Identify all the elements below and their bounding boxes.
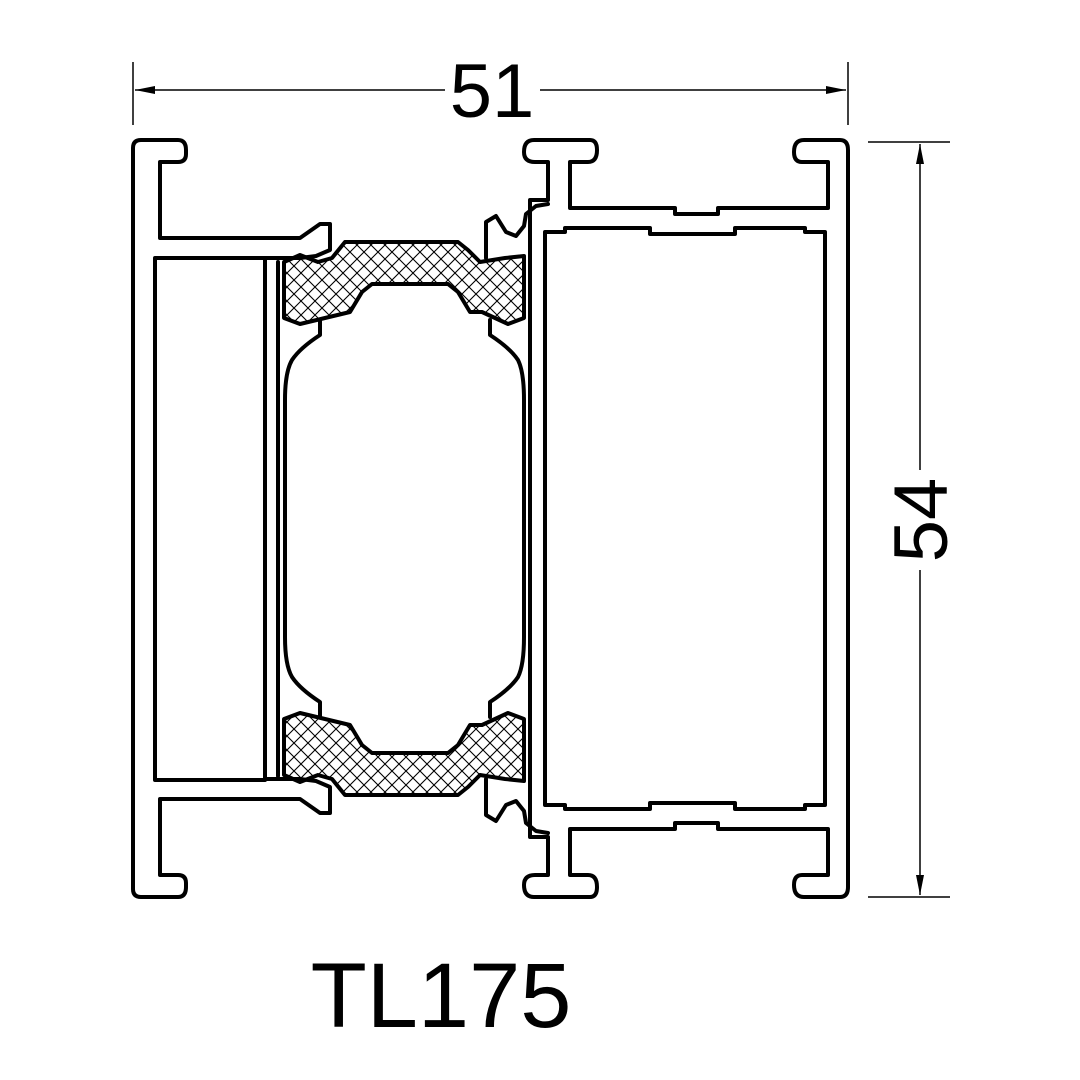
center-cavity-left xyxy=(283,318,322,520)
width-label: 51 xyxy=(450,49,535,134)
center-cavity-right xyxy=(488,318,526,520)
profile-name: TL175 xyxy=(311,945,572,1047)
profile-half-top xyxy=(131,138,850,520)
left-chamber xyxy=(153,256,267,782)
right-clip xyxy=(484,202,550,260)
height-dimension: 54 xyxy=(868,141,964,898)
thermal-break-strip xyxy=(282,240,526,326)
right-profile-outline xyxy=(522,138,850,520)
profile-half-bottom xyxy=(131,517,850,899)
height-label: 54 xyxy=(879,478,964,563)
left-profile-outline xyxy=(131,138,332,520)
right-chamber xyxy=(543,226,827,520)
width-dimension: 51 xyxy=(132,49,849,134)
